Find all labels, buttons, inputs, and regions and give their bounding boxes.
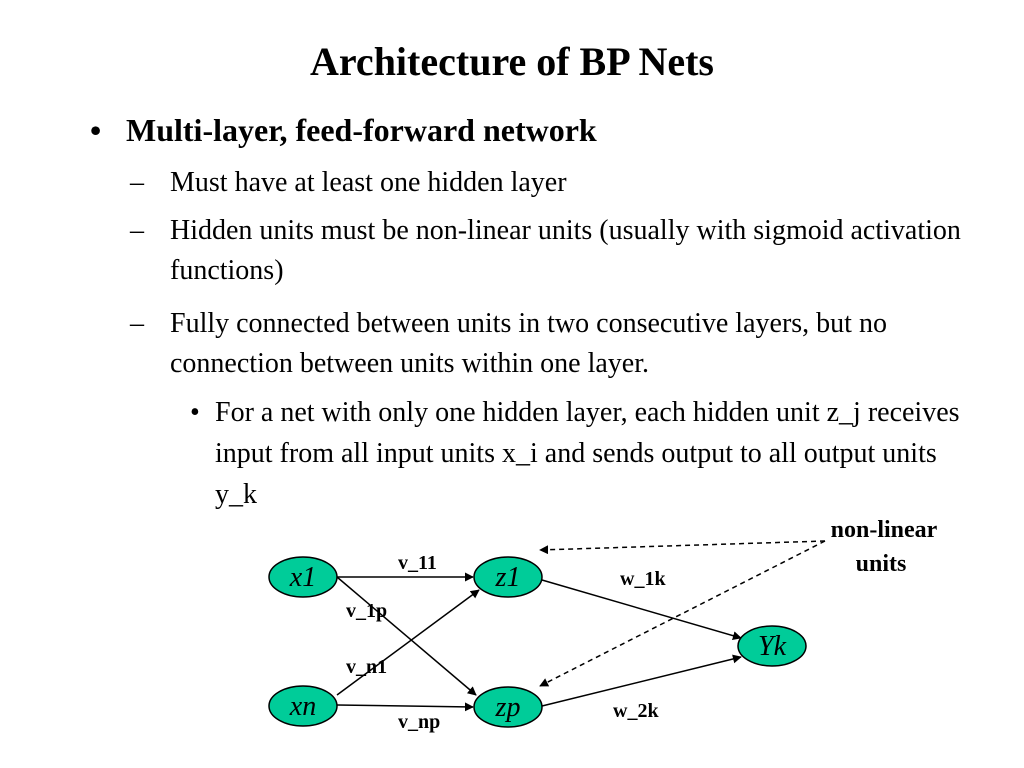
sub-sub-bullet: • For a net with only one hidden layer, … — [190, 392, 970, 515]
bullet-marker-small: • — [190, 397, 200, 428]
node-x1-label: x1 — [289, 562, 316, 593]
node-zp: zp — [473, 686, 543, 728]
edge-label-w2k: w_2k — [613, 700, 659, 722]
bullet-main-text: Multi-layer, feed-forward network — [126, 112, 597, 148]
slide-title: Architecture of BP Nets — [310, 39, 714, 84]
node-x1: x1 — [268, 556, 338, 598]
edge-label-w1k: w_1k — [620, 568, 666, 590]
edge-z1-yk — [541, 579, 742, 641]
edge-zp-yk — [541, 654, 742, 707]
annotation-line-2: units — [856, 551, 907, 577]
node-yk: Yk — [737, 625, 807, 667]
node-yk-label: Yk — [758, 631, 787, 662]
edge-label-vn1: v_n1 — [346, 656, 387, 678]
annotation-arrow-z1 — [539, 540, 826, 555]
sub-bullet-1: – Must have at least one hidden layer — [130, 163, 970, 203]
dash-marker: – — [130, 308, 144, 339]
node-xn-label: xn — [289, 691, 316, 722]
sub-sub-bullet-text: For a net with only one hidden layer, ea… — [215, 397, 960, 510]
sub-bullet-3: – Fully connected between units in two c… — [130, 304, 970, 384]
dash-marker: – — [130, 167, 144, 198]
node-zp-label: zp — [495, 692, 521, 723]
node-z1: z1 — [473, 556, 543, 598]
edge-x1-zp — [336, 576, 477, 696]
edge-xn-z1 — [336, 589, 480, 696]
annotation-line-1: non-linear — [831, 517, 938, 543]
bullet-marker: • — [90, 112, 102, 148]
edge-xn-zp — [336, 702, 474, 712]
sub-bullet-2: – Hidden units must be non-linear units … — [130, 211, 970, 291]
sub-bullet-3-text: Fully connected between units in two con… — [170, 308, 887, 379]
edge-label-v1p: v_1p — [346, 600, 387, 622]
edge-label-vnp: v_np — [398, 711, 440, 733]
node-xn: xn — [268, 685, 338, 727]
dash-marker: – — [130, 215, 144, 246]
sub-bullet-2-text: Hidden units must be non-linear units (u… — [170, 215, 961, 286]
sub-bullet-1-text: Must have at least one hidden layer — [170, 167, 567, 198]
edge-label-v11: v_11 — [398, 552, 437, 574]
node-z1-label: z1 — [495, 562, 521, 593]
